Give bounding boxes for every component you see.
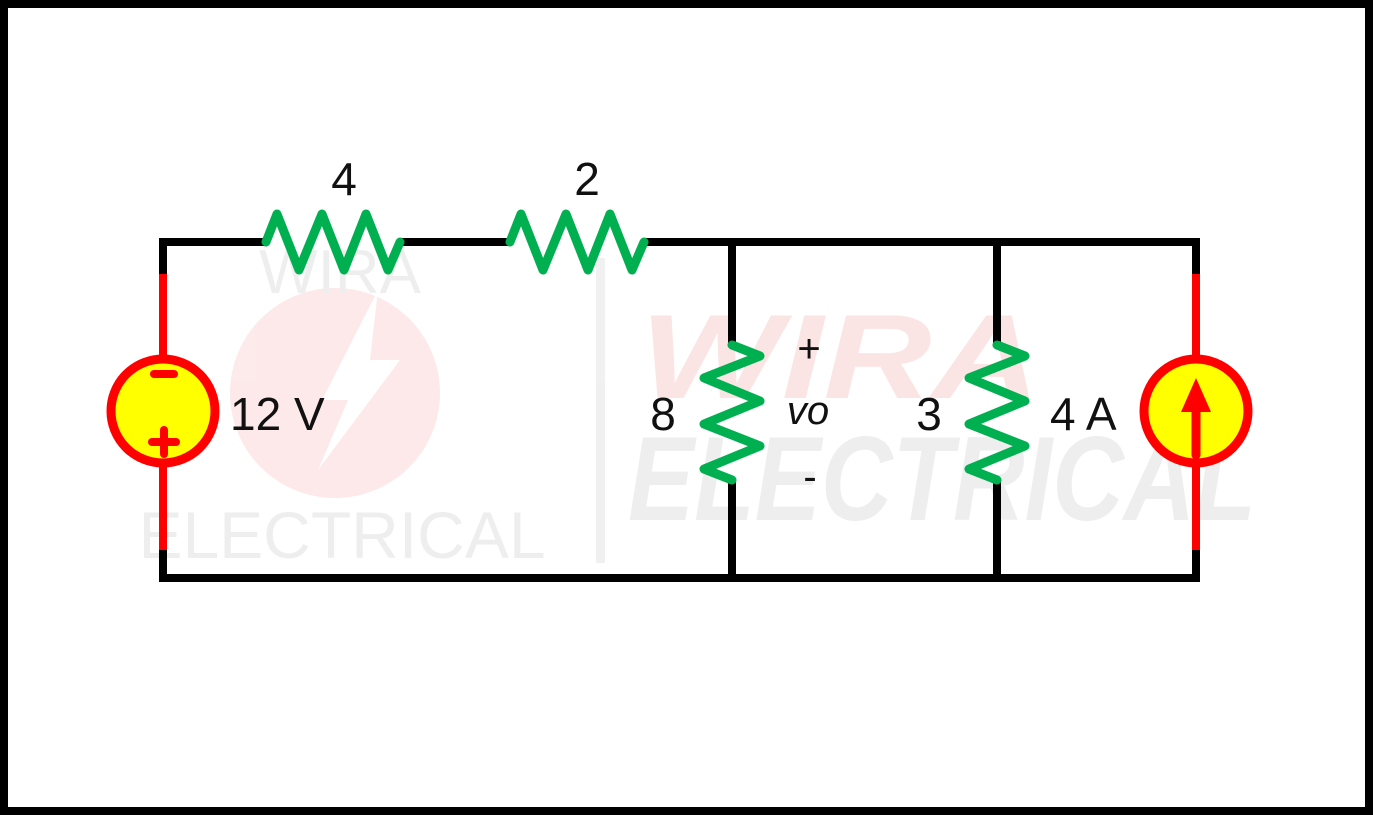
watermark-divider: [596, 258, 605, 563]
resistor-8: [699, 340, 765, 485]
resistor-2: [505, 209, 649, 275]
watermark-large-top: WIRA: [640, 290, 1040, 424]
source-leads: [159, 274, 1200, 550]
watermark-small: WIRA ELECTRICAL: [138, 238, 605, 572]
current-source: [1139, 354, 1253, 468]
resistor-3: [964, 340, 1030, 485]
voltage-source: [106, 354, 220, 468]
plus-sign-vertical-icon: [160, 426, 168, 458]
wire-top-left: [159, 238, 270, 278]
vo-minus-sign: -: [803, 455, 816, 499]
label-r-right: 3: [916, 388, 942, 440]
vo-plus-sign: +: [797, 327, 820, 371]
resistor-4: [261, 209, 405, 275]
watermark-bolt-icon: [318, 290, 400, 470]
wire-bottom: [159, 546, 1200, 582]
resistors: [261, 209, 1030, 485]
label-r-top-right: 2: [574, 153, 600, 205]
arrow-up-icon: [1181, 378, 1211, 412]
watermark-small-bottom: ELECTRICAL: [138, 498, 545, 572]
voltage-source-body: [106, 354, 220, 468]
wire-top-right: [640, 238, 1200, 278]
wires: [159, 238, 1200, 582]
label-r-top-left: 4: [331, 153, 357, 205]
label-voltage-source: 12 V: [230, 388, 325, 440]
minus-sign-icon: [150, 370, 178, 378]
vo-label: vo: [787, 389, 829, 433]
label-r-middle: 8: [650, 388, 676, 440]
label-current-source: 4 A: [1050, 388, 1117, 440]
